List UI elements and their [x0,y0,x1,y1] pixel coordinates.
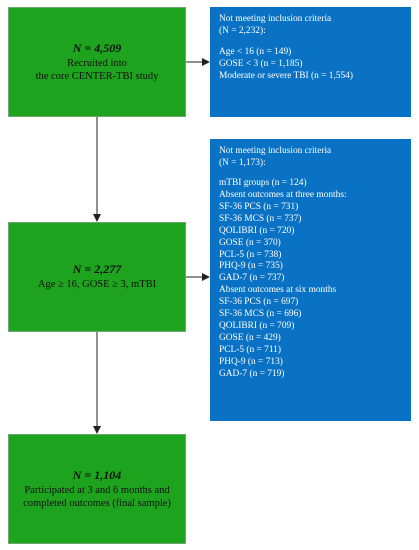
eligible-sample-box: N = 2,277 Age ≥ 16, GOSE ≥ 3, mTBI [8,222,186,332]
exclusion-box-2: Not meeting inclusion criteria (N = 1,17… [210,139,411,421]
total-n-label: N = 4,509 [72,40,122,55]
total-desc-line2: the core CENTER-TBI study [35,71,159,82]
total-recruited-box: N = 4,509 Recruited into the core CENTER… [8,7,186,117]
exclusion-box-1: Not meeting inclusion criteria (N = 2,23… [210,7,411,117]
exclusion2-six-month-item: GOSE (n = 429) [219,333,281,344]
exclusion2-subtitle: (N = 1,173): [219,157,266,168]
exclusion2-six-month-item: QOLIBRI (n = 709) [219,321,295,332]
exclusion2-three-month-item: PHQ-9 (n = 735) [219,261,283,272]
exclusion2-three-month-item: PCL-5 (n = 738) [219,249,282,260]
exclusion2-six-month-item: SF-36 PCS (n = 697) [219,297,299,308]
exclusion2-six-month-item: PCL-5 (n = 711) [219,345,281,355]
exclusion2-six-month-item: SF-36 MCS (n = 696) [219,309,302,320]
exclusion2-six-month-item: GAD-7 (n = 719) [219,368,285,379]
exclusion1-item: GOSE < 3 (n = 1,185) [219,58,303,69]
exclusion2-three-month-item: GOSE (n = 370) [219,237,281,248]
exclusion2-three-month-item: GAD-7 (n = 737) [219,273,285,284]
exclusion1-title: Not meeting inclusion criteria [219,14,332,24]
exclusion1-item: Age < 16 (n = 149) [219,46,292,57]
exclusion2-title: Not meeting inclusion criteria [219,146,332,156]
final-desc-line2: completed outcomes (final sample) [23,498,171,509]
exclusion1-item: Moderate or severe TBI (n = 1,554) [219,70,353,81]
exclusion1-subtitle: (N = 2,232): [219,25,266,36]
final-n-label: N = 1,104 [72,467,122,482]
exclusion2-three-month-item: SF-36 PCS (n = 731) [219,201,299,212]
middle-n-label: N = 2,277 [72,262,122,277]
exclusion2-three-month-header: Absent outcomes at three months: [219,189,347,200]
exclusion2-mtbi-groups: mTBI groups (n = 124) [219,177,307,188]
final-desc-line1: Participated at 3 and 6 months and [24,484,170,496]
total-desc-line1: Recruited into [67,57,127,69]
exclusion2-three-month-item: QOLIBRI (n = 720) [219,225,295,236]
middle-desc: Age ≥ 16, GOSE ≥ 3, mTBI [37,279,157,291]
exclusion2-six-month-item: PHQ-9 (n = 713) [219,356,283,367]
exclusion2-six-month-header: Absent outcomes at six months [219,285,337,296]
final-sample-box: N = 1,104 Participated at 3 and 6 months… [8,434,186,544]
exclusion2-three-month-item: SF-36 MCS (n = 737) [219,213,302,224]
